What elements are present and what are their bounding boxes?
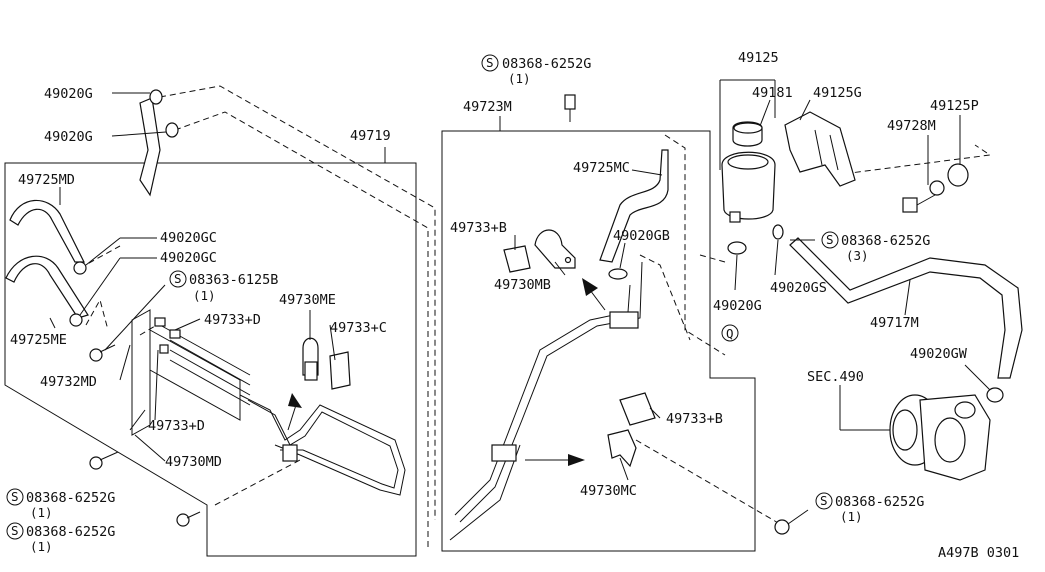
bolt-08368-left-1 [89,451,119,470]
hose-49725MC [599,149,669,263]
label-49730MB: 49730MB [494,277,551,293]
label-49723M: 49723M [463,99,512,115]
bracket-49730MB [534,229,576,269]
label-49733D-b: 49733+D [148,418,205,434]
s-mark-top: S [486,55,494,70]
clip-49020G-right [727,241,747,255]
hose-49725ME [5,255,89,319]
label-sec490: SEC.490 [807,369,864,385]
clip-49020GS [772,224,784,240]
bracket-49730MD [129,409,146,431]
arrow-right [525,454,585,466]
label-08368-top-qty: (1) [508,71,531,86]
label-08368-top: 08368-6252G [502,56,591,72]
s-mark-left-2: S [11,523,19,538]
label-49730MC: 49730MC [580,483,637,499]
label-08368-right-qty: (3) [846,248,869,263]
label-49725MD: 49725MD [18,172,75,188]
cap-49181 [732,121,763,147]
clamp-49020GC [69,261,87,327]
s-mark-right: S [826,232,834,247]
bolt-49732MD [89,344,116,362]
assembly-box-49719 [4,162,417,557]
label-49733D-a: 49733+D [204,312,261,328]
s-mark-icons [6,54,839,540]
grommet-49733B-top [503,245,531,273]
arrow-up-left [287,393,302,431]
label-49181: 49181 [752,85,793,101]
label-49125: 49125 [738,50,779,66]
leader-lines [49,92,991,481]
reference-circle [721,324,739,342]
label-49717M: 49717M [870,315,919,331]
label-49733B-a: 49733+B [450,220,507,236]
label-08363-qty: (1) [193,288,216,303]
s-mark-bottom-right: S [820,493,828,508]
label-49020G-a: 49020G [44,86,93,102]
bushing-49733D [154,317,181,354]
label-49733B-b: 49733+B [666,411,723,427]
grommet-49125P [929,163,969,196]
label-08368-left-1-qty: (1) [30,505,53,520]
label-08368-left-1: 08368-6252G [26,490,115,506]
label-49733C: 49733+C [330,320,387,336]
clamp-49020GW [986,387,1004,403]
label-49730MD: 49730MD [165,454,222,470]
bolt-08368-bottom-right [774,509,809,535]
bolt-08368-right [902,194,936,213]
dashed-routing [79,85,992,548]
s-mark-08363: S [174,271,182,286]
label-49020GB: 49020GB [613,228,670,244]
label-49725ME: 49725ME [10,332,67,348]
label-08368-bottom-right: 08368-6252G [835,494,924,510]
label-08368-left-2-qty: (1) [30,539,53,554]
clip-49730ME [302,337,319,381]
label-49125G: 49125G [813,85,862,101]
arrow-up-mid [582,278,606,311]
label-49725MC: 49725MC [573,160,630,176]
reference-circle-label: Q [726,326,734,341]
label-49020GC-a: 49020GC [160,230,217,246]
grommet-49733C [329,351,351,390]
label-08368-bottom-right-qty: (1) [840,509,863,524]
label-49020G-b: 49020G [44,129,93,145]
label-49730ME: 49730ME [279,292,336,308]
clip-49020GB [608,268,628,280]
grommet-49733B-bottom [619,392,656,426]
s-mark-left-1: S [11,489,19,504]
bracket-49125G [784,111,856,187]
pipe-49723M [449,261,643,541]
label-49125P: 49125P [930,98,979,114]
label-49020GW: 49020GW [910,346,968,362]
label-08368-left-2: 08368-6252G [26,524,115,540]
label-49020GC-b: 49020GC [160,250,217,266]
label-08363: 08363-6125B [189,272,278,288]
hose-49725MD [9,97,161,263]
reservoir-49125 [721,151,776,223]
clamp-49020G-top [149,89,179,138]
pump-sec490 [889,394,991,481]
label-49732MD: 49732MD [40,374,97,390]
label-49728M: 49728M [887,118,936,134]
label-49020G-c: 49020G [713,298,762,314]
label-49719: 49719 [350,128,391,144]
footer-code: A497B 0301 [938,545,1019,561]
hose-49717M [789,237,1023,379]
label-08368-right: 08368-6252G [841,233,930,249]
bolt-08368-left-2 [176,511,201,527]
assembly-box-49723M [441,130,756,552]
bracket-49730MC [607,429,637,468]
bolt-08368-top [564,94,576,122]
label-49020GS: 49020GS [770,280,827,296]
cooler-49719 [131,309,406,496]
